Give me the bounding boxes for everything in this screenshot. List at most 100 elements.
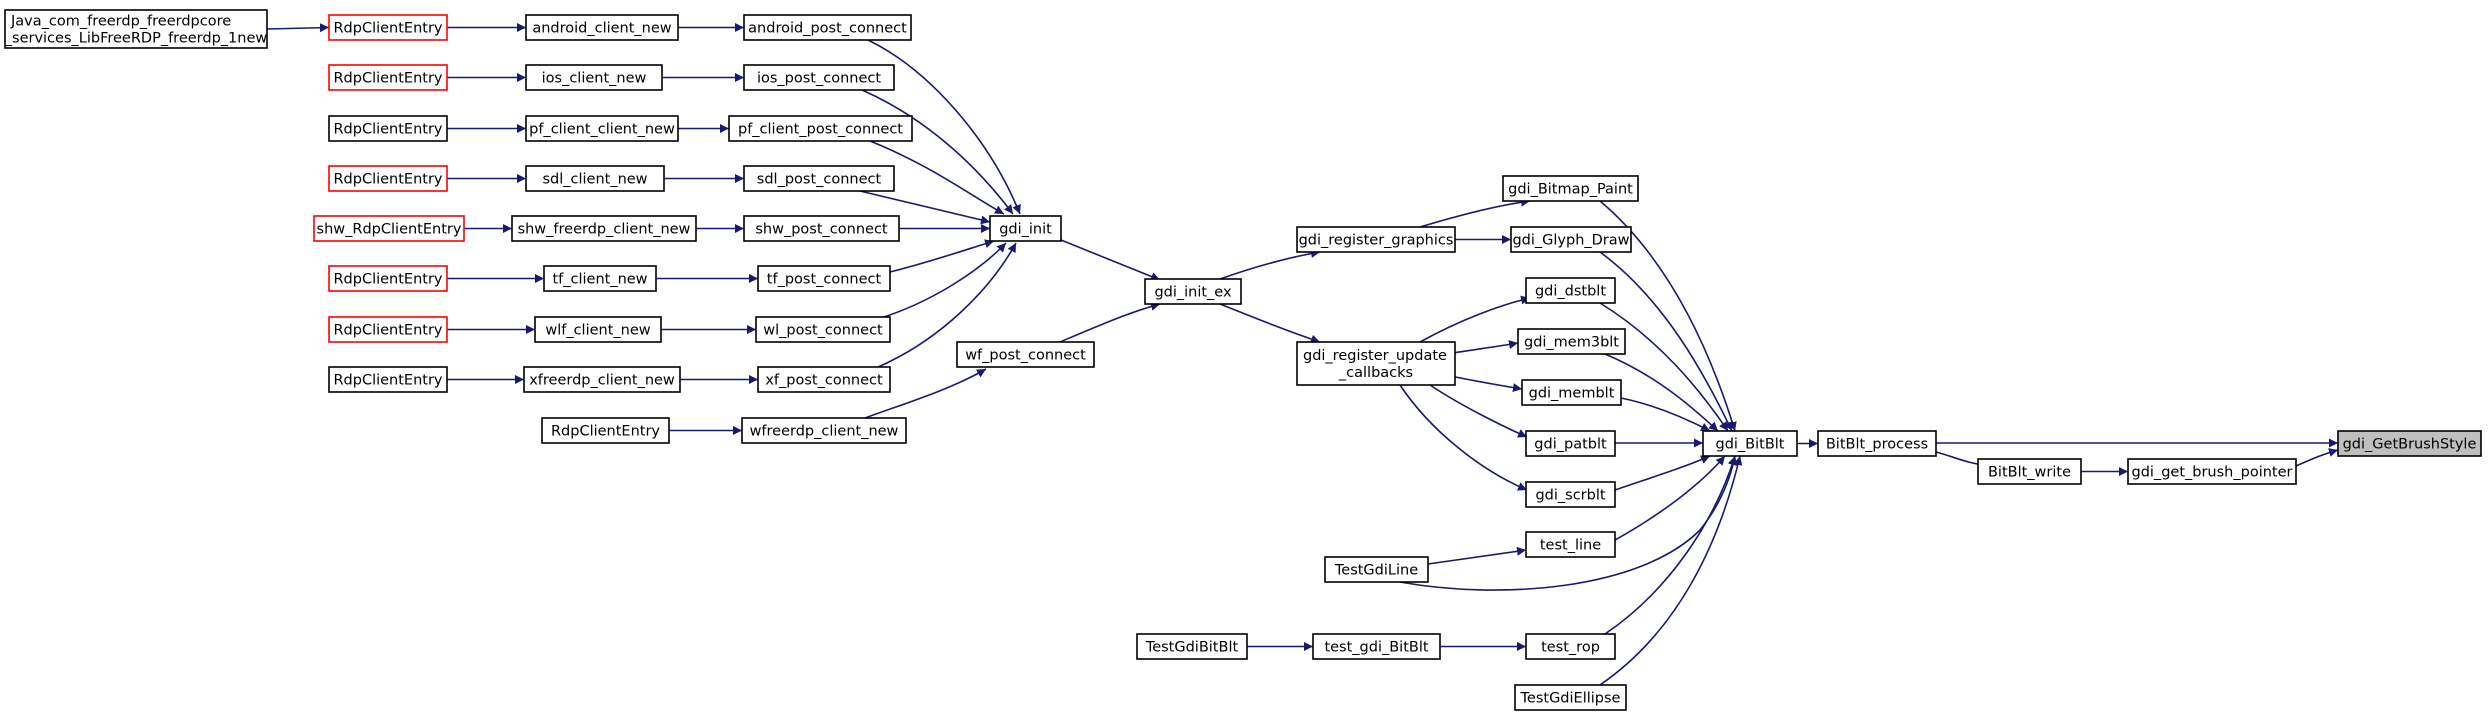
node-box[interactable] xyxy=(989,215,1062,242)
node-shw-post-connect[interactable]: shw_post_connect xyxy=(743,215,900,242)
node-box[interactable] xyxy=(541,417,670,444)
node-box[interactable] xyxy=(1525,531,1616,558)
node-sdl-post-connect[interactable]: sdl_post_connect xyxy=(743,165,895,192)
node-ios-post-connect[interactable]: ios_post_connect xyxy=(743,64,895,91)
node-box[interactable] xyxy=(2337,430,2482,457)
node-box[interactable] xyxy=(1144,278,1242,305)
node-gdi-get-brush-style[interactable]: gdi_GetBrushStyle xyxy=(2337,430,2482,457)
node-gdi-scrblt[interactable]: gdi_scrblt xyxy=(1525,481,1616,508)
node-box[interactable] xyxy=(1324,556,1429,583)
node-box[interactable] xyxy=(328,64,448,91)
node-wfreerdp-client-new[interactable]: wfreerdp_client_new xyxy=(741,417,907,444)
node-box[interactable] xyxy=(1817,430,1937,457)
node-box[interactable] xyxy=(328,265,448,292)
node-test-gdi-bitblt-main[interactable]: TestGdiBitBlt xyxy=(1136,633,1248,660)
node-box[interactable] xyxy=(743,165,895,192)
node-gdi-init[interactable]: gdi_init xyxy=(989,215,1062,242)
node-gdi-glyph-draw[interactable]: gdi_Glyph_Draw xyxy=(1510,226,1632,253)
node-box[interactable] xyxy=(328,165,448,192)
node-box[interactable] xyxy=(313,215,465,242)
node-box[interactable] xyxy=(743,14,912,41)
node-gdi-bitblt[interactable]: gdi_BitBlt xyxy=(1702,430,1798,457)
node-android-post-connect[interactable]: android_post_connect xyxy=(743,14,912,41)
node-tf-client-new[interactable]: tf_client_new xyxy=(543,265,657,292)
node-java-jni[interactable]: Java_com_freerdp_freerdpcore_services_Li… xyxy=(4,9,268,49)
node-box[interactable] xyxy=(1525,430,1616,457)
node-box[interactable] xyxy=(1977,458,2082,485)
node-box[interactable] xyxy=(511,215,697,242)
node-gdi-mem3blt[interactable]: gdi_mem3blt xyxy=(1517,328,1626,355)
node-gdi-get-brush-pointer[interactable]: gdi_get_brush_pointer xyxy=(2127,458,2297,485)
node-rdp-entry-tf[interactable]: RdpClientEntry xyxy=(328,265,448,292)
node-rdp-entry-wf[interactable]: RdpClientEntry xyxy=(541,417,670,444)
node-ios-client-new[interactable]: ios_client_new xyxy=(525,64,663,91)
node-box[interactable] xyxy=(1525,633,1616,660)
node-box[interactable] xyxy=(543,265,657,292)
node-gdi-memblt[interactable]: gdi_memblt xyxy=(1521,379,1622,406)
node-shw-freerdp-client-new[interactable]: shw_freerdp_client_new xyxy=(511,215,697,242)
node-wlf-client-new[interactable]: wlf_client_new xyxy=(534,316,662,343)
node-box[interactable] xyxy=(1510,226,1632,253)
node-box[interactable] xyxy=(328,115,448,142)
node-tf-post-connect[interactable]: tf_post_connect xyxy=(757,265,891,292)
node-shw-rdp-entry[interactable]: shw_RdpClientEntry xyxy=(313,215,465,242)
node-box[interactable] xyxy=(757,366,891,393)
node-box[interactable] xyxy=(4,9,268,49)
node-pf-client-client-new[interactable]: pf_client_client_new xyxy=(525,115,679,142)
node-box[interactable] xyxy=(743,215,900,242)
node-rdp-entry-sdl[interactable]: RdpClientEntry xyxy=(328,165,448,192)
node-box[interactable] xyxy=(525,115,679,142)
node-box[interactable] xyxy=(1296,341,1456,386)
node-gdi-register-update-callbacks[interactable]: gdi_register_update_callbacks xyxy=(1296,341,1456,386)
node-box[interactable] xyxy=(728,115,913,142)
node-box[interactable] xyxy=(523,366,681,393)
node-rdp-entry-xf[interactable]: RdpClientEntry xyxy=(328,366,448,393)
node-test-gdi-bitblt-fn[interactable]: test_gdi_BitBlt xyxy=(1312,633,1441,660)
node-box[interactable] xyxy=(328,366,448,393)
node-gdi-patblt[interactable]: gdi_patblt xyxy=(1525,430,1616,457)
node-rdp-entry-ios[interactable]: RdpClientEntry xyxy=(328,64,448,91)
node-bitblt-write[interactable]: BitBlt_write xyxy=(1977,458,2082,485)
node-box[interactable] xyxy=(328,316,448,343)
node-rdp-entry-pf[interactable]: RdpClientEntry xyxy=(328,115,448,142)
node-box[interactable] xyxy=(1525,277,1616,304)
node-box[interactable] xyxy=(1312,633,1441,660)
node-box[interactable] xyxy=(956,341,1095,368)
node-box[interactable] xyxy=(755,316,891,343)
node-gdi-bitmap-paint[interactable]: gdi_Bitmap_Paint xyxy=(1502,175,1639,202)
node-gdi-dstblt[interactable]: gdi_dstblt xyxy=(1525,277,1616,304)
node-box[interactable] xyxy=(1514,684,1627,711)
node-box[interactable] xyxy=(741,417,907,444)
node-box[interactable] xyxy=(534,316,662,343)
node-box[interactable] xyxy=(1136,633,1248,660)
node-box[interactable] xyxy=(525,14,679,41)
node-box[interactable] xyxy=(1702,430,1798,457)
node-box[interactable] xyxy=(1517,328,1626,355)
node-box[interactable] xyxy=(525,165,665,192)
node-rdp-entry-android[interactable]: RdpClientEntry xyxy=(328,14,448,41)
node-box[interactable] xyxy=(1502,175,1639,202)
node-box[interactable] xyxy=(1521,379,1622,406)
node-xfreerdp-client-new[interactable]: xfreerdp_client_new xyxy=(523,366,681,393)
node-box[interactable] xyxy=(743,64,895,91)
node-rdp-entry-wlf[interactable]: RdpClientEntry xyxy=(328,316,448,343)
node-box[interactable] xyxy=(525,64,663,91)
node-bitblt-process[interactable]: BitBlt_process xyxy=(1817,430,1937,457)
node-test-line[interactable]: test_line xyxy=(1525,531,1616,558)
node-wf-post-connect[interactable]: wf_post_connect xyxy=(956,341,1095,368)
node-box[interactable] xyxy=(328,14,448,41)
node-box[interactable] xyxy=(2127,458,2297,485)
node-box[interactable] xyxy=(1296,226,1456,253)
node-box[interactable] xyxy=(1525,481,1616,508)
node-test-gdi-line[interactable]: TestGdiLine xyxy=(1324,556,1429,583)
node-test-rop[interactable]: test_rop xyxy=(1525,633,1616,660)
node-android-client-new[interactable]: android_client_new xyxy=(525,14,679,41)
node-xf-post-connect[interactable]: xf_post_connect xyxy=(757,366,891,393)
node-pf-client-post-connect[interactable]: pf_client_post_connect xyxy=(728,115,913,142)
node-wl-post-connect[interactable]: wl_post_connect xyxy=(755,316,891,343)
node-sdl-client-new[interactable]: sdl_client_new xyxy=(525,165,665,192)
node-gdi-init-ex[interactable]: gdi_init_ex xyxy=(1144,278,1242,305)
node-test-gdi-ellipse[interactable]: TestGdiEllipse xyxy=(1514,684,1627,711)
node-gdi-register-graphics[interactable]: gdi_register_graphics xyxy=(1296,226,1456,253)
node-box[interactable] xyxy=(757,265,891,292)
